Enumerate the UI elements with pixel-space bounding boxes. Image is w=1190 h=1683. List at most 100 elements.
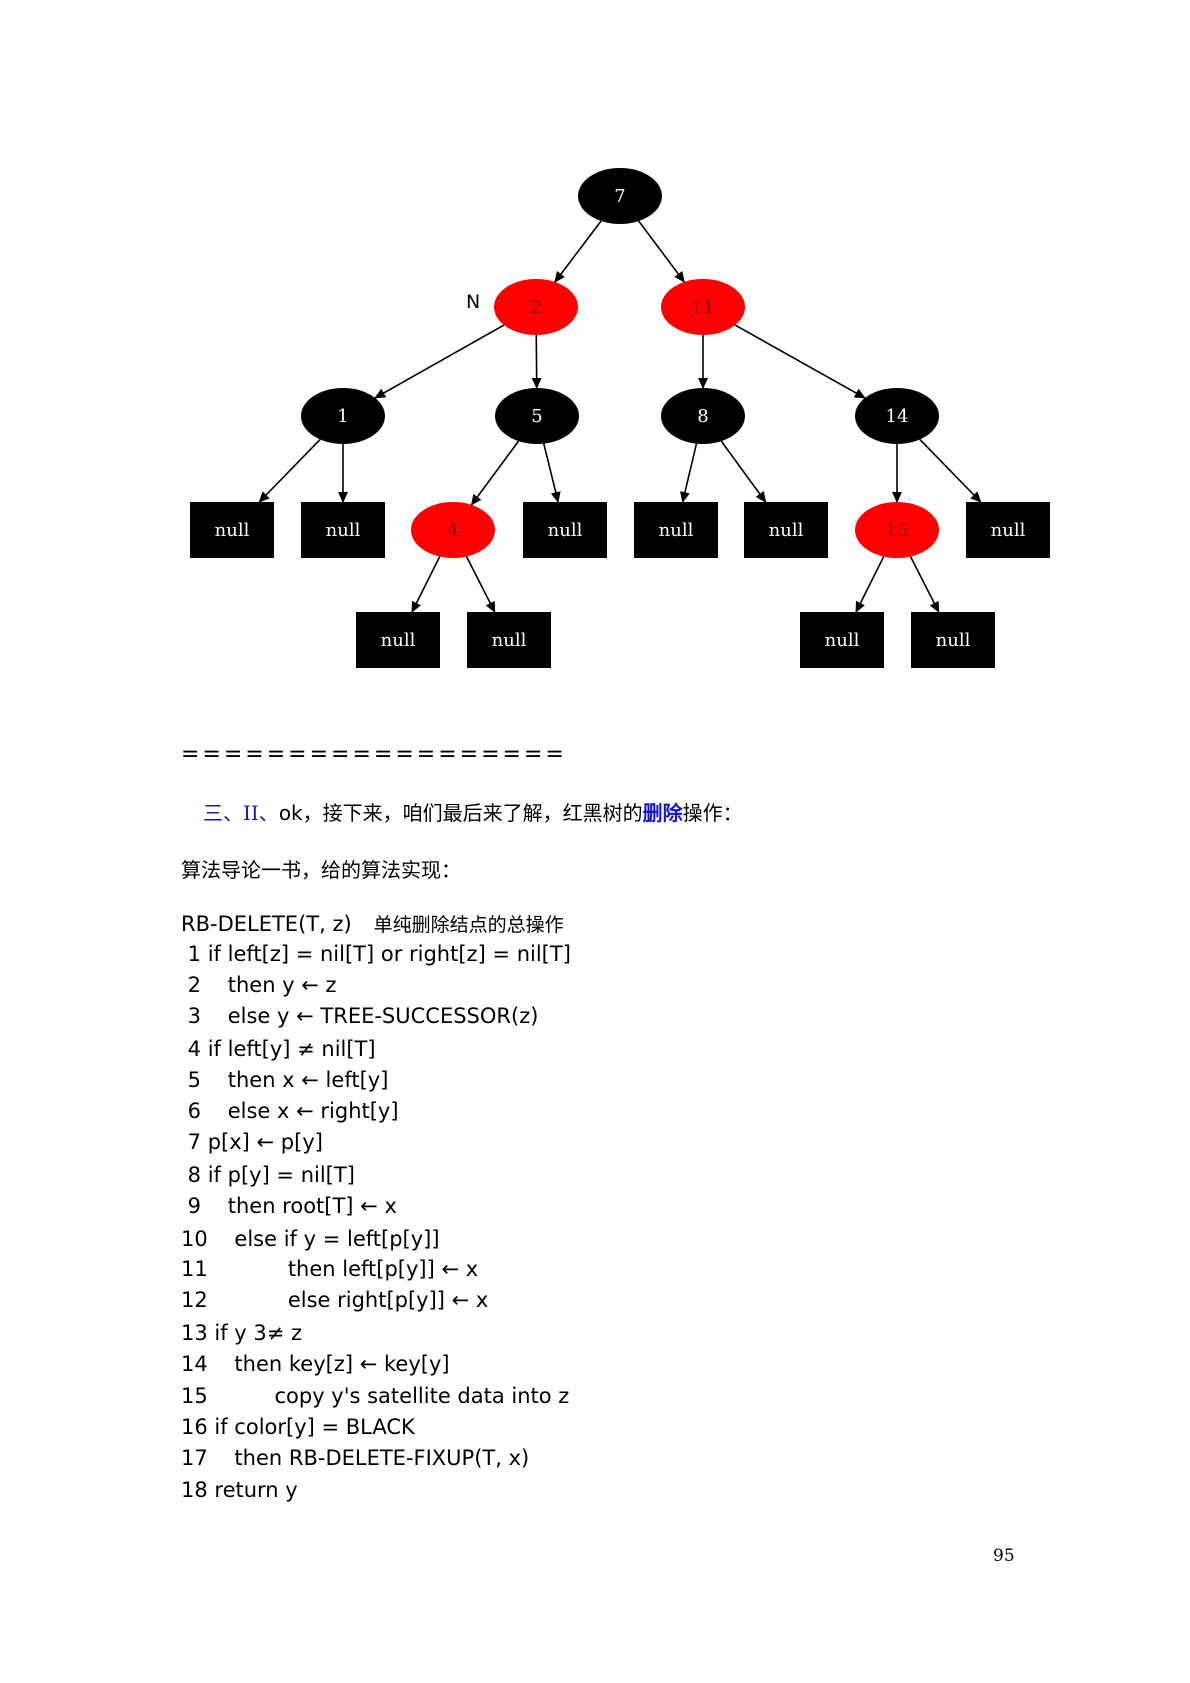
tree-node-shape <box>578 168 662 224</box>
pseudocode-line: 11 then left[p[y]] ← x <box>181 1257 479 1281</box>
tree-edge-n4-l4a <box>411 556 441 613</box>
tree-node-label: null <box>936 630 971 651</box>
tree-edge-n1-l1a <box>258 438 321 503</box>
tree-node-label: null <box>991 520 1026 541</box>
heading-prefix: 三、II、 <box>203 801 279 825</box>
tree-edge-n5-n4 <box>470 440 520 506</box>
pseudocode-line: 15 copy y's satellite data into z <box>181 1384 570 1408</box>
heading-middle: ，接下来，咱们最后来了解，红黑树的 <box>302 801 643 825</box>
tree-edge-n5-l5r <box>543 443 561 503</box>
tree-node-n7: 7 <box>578 168 662 224</box>
section-separator: ================== <box>181 742 567 767</box>
pseudocode-line: 2 then y ← z <box>181 973 337 997</box>
tree-node-shape <box>800 612 884 668</box>
pseudocode-line: 13 if y 3≠ z <box>181 1321 303 1345</box>
algorithm-title: RB-DELETE(T, z) 单纯删除结点的总操作 <box>181 910 564 937</box>
tree-node-label: null <box>492 630 527 651</box>
pseudocode-line: 6 else x ← right[y] <box>181 1099 399 1123</box>
tree-edge-n8-l8a <box>680 443 698 503</box>
tree-edge-n15-l15b <box>909 556 940 613</box>
tree-edge-n7-n2 <box>554 220 602 283</box>
tree-node-label: 4 <box>447 520 458 541</box>
tree-null-leaf-l1b: null <box>301 502 385 558</box>
tree-node-n11: 11 <box>661 279 745 335</box>
tree-node-shape <box>301 388 385 444</box>
tree-node-shape <box>494 279 578 335</box>
tree-null-leaf-l14r: null <box>966 502 1050 558</box>
tree-node-n2: 2 <box>494 279 578 335</box>
tree-node-shape <box>190 502 274 558</box>
tree-node-label: null <box>659 520 694 541</box>
tree-edge-n15-l15a <box>855 556 885 613</box>
intro-text: 算法导论一书，给的算法实现： <box>181 858 461 882</box>
tree-node-n1: 1 <box>301 388 385 444</box>
tree-edge-n8-l8b <box>720 440 767 503</box>
tree-null-leaf-l15a: null <box>800 612 884 668</box>
tree-node-shape <box>661 388 745 444</box>
tree-node-label: 11 <box>692 297 715 318</box>
tree-node-label: null <box>326 520 361 541</box>
tree-node-shape <box>523 502 607 558</box>
tree-node-label: null <box>381 630 416 651</box>
tree-node-shape <box>411 502 495 558</box>
pseudocode-line: 9 then root[T] ← x <box>181 1194 397 1218</box>
tree-node-n5: 5 <box>495 388 579 444</box>
heading-highlight-delete: 删除 <box>642 801 683 825</box>
tree-node-shape <box>966 502 1050 558</box>
algorithm-name: RB-DELETE(T, z) <box>181 912 352 936</box>
pseudocode-line: 1 if left[z] = nil[T] or right[z] = nil[… <box>181 942 571 966</box>
tree-null-leaf-l1a: null <box>190 502 274 558</box>
tree-node-shape <box>467 612 551 668</box>
tree-node-shape <box>855 502 939 558</box>
tree-edge-n2-n1 <box>374 324 505 399</box>
tree-node-shape <box>356 612 440 668</box>
algorithm-note: 单纯删除结点的总操作 <box>373 914 564 936</box>
page-number: 95 <box>993 1546 1015 1566</box>
tree-node-label: null <box>769 520 804 541</box>
tree-node-label: 14 <box>886 406 909 427</box>
tree-null-leaf-l15b: null <box>911 612 995 668</box>
pseudocode-line: 17 then RB-DELETE-FIXUP(T, x) <box>181 1446 530 1470</box>
tree-node-shape <box>495 388 579 444</box>
pseudocode-line: 3 else y ← TREE-SUCCESSOR(z) <box>181 1004 539 1028</box>
pseudocode-line: 5 then x ← left[y] <box>181 1068 389 1092</box>
heading-suffix: 操作： <box>682 801 743 825</box>
tree-node-label: 15 <box>886 520 909 541</box>
tree-node-shape <box>855 388 939 444</box>
tree-edge-n4-l4b <box>465 556 496 613</box>
pseudocode-line: 18 return y <box>181 1478 298 1502</box>
tree-node-shape <box>744 502 828 558</box>
tree-node-label: null <box>548 520 583 541</box>
tree-node-label: 1 <box>337 406 348 427</box>
tree-node-label: null <box>825 630 860 651</box>
pseudocode-line: 7 p[x] ← p[y] <box>181 1130 323 1154</box>
tree-node-label: 2 <box>530 297 541 318</box>
tree-null-leaf-l4a: null <box>356 612 440 668</box>
pseudocode-line: 8 if p[y] = nil[T] <box>181 1163 355 1187</box>
pseudocode-line: 4 if left[y] ≠ nil[T] <box>181 1037 376 1061</box>
tree-edge-n11-n14 <box>734 324 866 399</box>
tree-node-label: null <box>215 520 250 541</box>
tree-node-shape <box>911 612 995 668</box>
tree-node-n4: 4 <box>411 502 495 558</box>
tree-node-shape <box>301 502 385 558</box>
section-heading: 三、II、ok，接下来，咱们最后来了解，红黑树的删除操作： <box>203 797 743 826</box>
tree-node-label: 8 <box>697 406 708 427</box>
pseudocode-line: 12 else right[p[y]] ← x <box>181 1288 489 1312</box>
tree-node-n15: 15 <box>855 502 939 558</box>
tree-node-shape <box>661 279 745 335</box>
tree-edge-n14-l14r <box>919 438 982 503</box>
tree-node-n14: 14 <box>855 388 939 444</box>
tree-null-leaf-l5r: null <box>523 502 607 558</box>
pseudocode-line: 10 else if y = left[p[y]] <box>181 1227 440 1251</box>
tree-node-shape <box>634 502 718 558</box>
tree-edge-n7-n11 <box>638 220 685 283</box>
heading-ok: ok <box>278 801 303 825</box>
tree-node-n8: 8 <box>661 388 745 444</box>
tree-null-leaf-l4b: null <box>467 612 551 668</box>
tree-node-label: 7 <box>614 186 625 207</box>
pseudocode-line: 14 then key[z] ← key[y] <box>181 1352 450 1376</box>
tree-null-leaf-l8a: null <box>634 502 718 558</box>
tree-null-leaf-l8b: null <box>744 502 828 558</box>
